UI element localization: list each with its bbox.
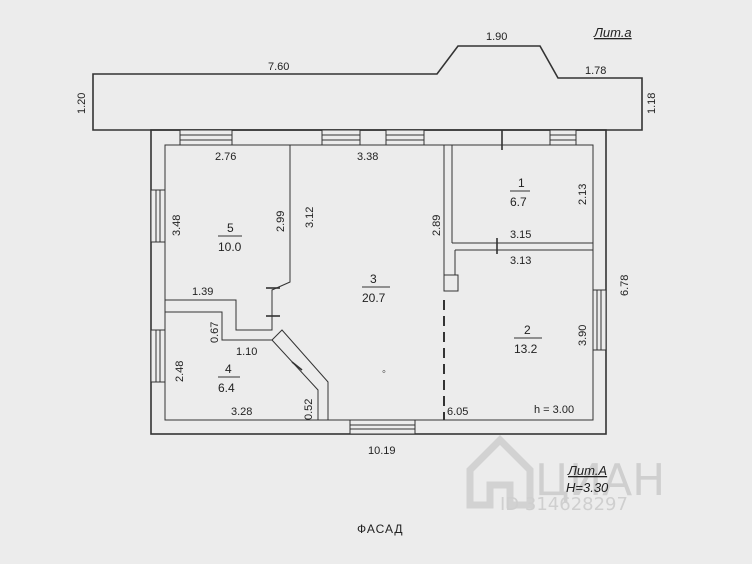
room-1-label: 1 6.7 bbox=[510, 176, 530, 209]
dim-r5-left: 3.48 bbox=[171, 215, 183, 236]
door-mark bbox=[291, 361, 303, 371]
dim-r3-bottom: 6.05 bbox=[447, 406, 468, 418]
dim-r2-right: 3.90 bbox=[577, 325, 589, 346]
svg-text:20.7: 20.7 bbox=[362, 291, 386, 305]
svg-text:13.2: 13.2 bbox=[514, 342, 538, 356]
svg-text:1: 1 bbox=[518, 176, 525, 190]
dim-r4-bottom: 3.28 bbox=[231, 406, 252, 418]
svg-text:6.4: 6.4 bbox=[218, 381, 235, 395]
room-5-label: 5 10.0 bbox=[218, 221, 242, 254]
dim-porch-left-h: 1.20 bbox=[76, 93, 88, 114]
point-marker: ◦ bbox=[382, 366, 386, 378]
svg-text:2: 2 bbox=[524, 323, 531, 337]
window-top-3 bbox=[385, 129, 425, 146]
cian-logo-icon bbox=[466, 435, 534, 509]
porch-outline bbox=[92, 45, 643, 131]
dim-r2-top: 3.13 bbox=[510, 255, 531, 267]
lit-big-label: Лит.А bbox=[567, 463, 607, 478]
window-top-4 bbox=[549, 129, 577, 146]
total-height-label: H=3.30 bbox=[566, 480, 609, 495]
outer-wall-inner bbox=[164, 144, 594, 421]
dim-r5-bottom: 1.39 bbox=[192, 286, 213, 298]
svg-text:10.0: 10.0 bbox=[218, 240, 242, 254]
dim-porch-mid: 1.90 bbox=[486, 31, 507, 43]
dim-r3-top: 3.38 bbox=[357, 151, 378, 163]
window-left-2 bbox=[150, 329, 166, 383]
window-left-1 bbox=[150, 189, 166, 243]
column bbox=[443, 274, 459, 292]
window-top-1 bbox=[179, 129, 233, 146]
window-bottom bbox=[349, 419, 416, 435]
watermark-id: ID 314628297 bbox=[500, 494, 628, 515]
dim-porch-right-h: 1.18 bbox=[646, 93, 658, 114]
dim-porch-right: 1.78 bbox=[585, 65, 606, 77]
dim-porch-left: 7.60 bbox=[268, 61, 289, 73]
watermark-brand: ЦИАН bbox=[535, 455, 665, 506]
room-2-label: 2 13.2 bbox=[514, 323, 542, 356]
svg-text:3: 3 bbox=[370, 272, 377, 286]
dim-r1-bottom: 3.15 bbox=[510, 229, 531, 241]
ceiling-height: h = 3.00 bbox=[534, 404, 574, 416]
dim-r4-top-h: 0.67 bbox=[209, 322, 221, 343]
facade-label: ФАСАД bbox=[357, 522, 404, 536]
svg-text:4: 4 bbox=[225, 362, 232, 376]
room-3-label: 3 20.7 bbox=[362, 272, 390, 305]
room-5-wall bbox=[165, 145, 291, 331]
dim-r3-right: 2.89 bbox=[431, 215, 443, 236]
dim-total-bottom: 10.19 bbox=[368, 445, 396, 457]
lit-small-label: Лит.а bbox=[593, 25, 632, 40]
room-4-label: 4 6.4 bbox=[218, 362, 240, 395]
dim-r4-left: 2.48 bbox=[174, 361, 186, 382]
window-right bbox=[592, 289, 607, 351]
dim-r5-right: 2.99 bbox=[275, 211, 287, 232]
diagonal-wall bbox=[271, 329, 329, 420]
dim-diag-small: 0.52 bbox=[303, 399, 315, 420]
dim-r3-left: 3.12 bbox=[304, 207, 316, 228]
cian-watermark: ЦИАН ID 314628297 bbox=[466, 435, 665, 515]
svg-text:5: 5 bbox=[227, 221, 234, 235]
svg-text:6.7: 6.7 bbox=[510, 195, 527, 209]
window-top-2 bbox=[321, 129, 361, 146]
dim-total-right: 6.78 bbox=[619, 275, 631, 296]
dim-r5-top: 2.76 bbox=[215, 151, 236, 163]
dim-r1-right: 2.13 bbox=[577, 184, 589, 205]
room-4-wall bbox=[165, 311, 319, 420]
dim-r4-top: 1.10 bbox=[236, 346, 257, 358]
